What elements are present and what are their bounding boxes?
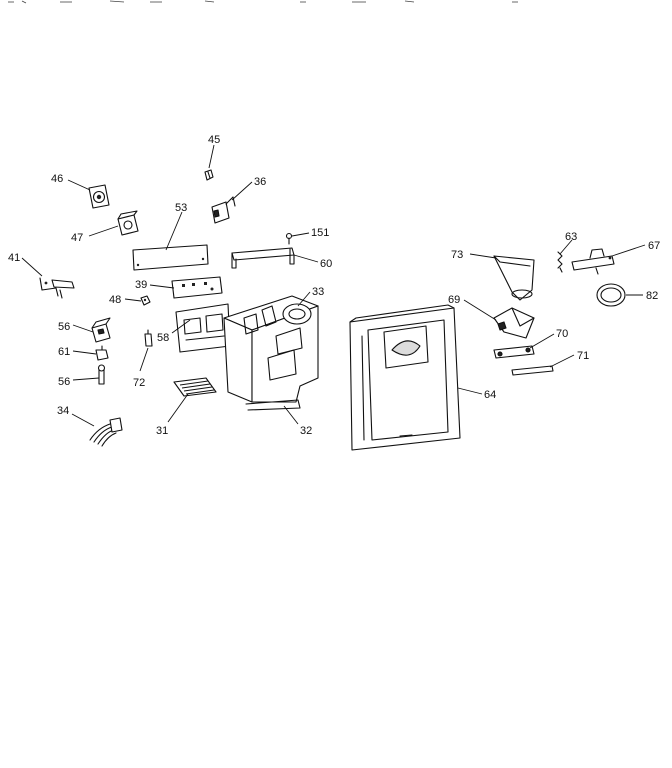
- callout-31: 31: [156, 425, 168, 437]
- part-56-switch-upper: [91, 317, 111, 343]
- part-48-nut: [140, 295, 151, 306]
- callout-72: 72: [133, 377, 145, 389]
- part-58-frame: [175, 303, 231, 353]
- part-34-wire-harness: [89, 417, 123, 447]
- callout-34: 34: [57, 405, 69, 417]
- callout-53: 53: [175, 202, 187, 214]
- part-64-panel: [349, 304, 461, 451]
- part-73-chute: [493, 255, 535, 301]
- callout-36: 36: [254, 176, 266, 188]
- part-56-socket-lower: [97, 364, 106, 385]
- part-63-spring: [557, 251, 563, 273]
- callout-63: 63: [565, 231, 577, 243]
- part-31-grille: [173, 377, 217, 397]
- part-32-housing: [223, 295, 319, 411]
- part-70-hinge: [493, 345, 535, 359]
- callout-61: 61: [58, 346, 70, 358]
- callout-82: 82: [646, 290, 658, 302]
- part-39-board: [171, 276, 223, 299]
- leader-lines: [21, 144, 646, 427]
- callout-56-upper: 56: [58, 321, 70, 333]
- part-69-paddle: [493, 307, 535, 339]
- part-72-lamp: [144, 329, 153, 347]
- callout-73: 73: [451, 249, 463, 261]
- callout-70: 70: [556, 328, 568, 340]
- callout-67: 67: [648, 240, 660, 252]
- part-45-clip: [204, 169, 214, 181]
- part-61-thermistor: [95, 345, 109, 361]
- callout-46: 46: [51, 173, 63, 185]
- part-33-funnel: [243, 303, 312, 335]
- callout-56-lower: 56: [58, 376, 70, 388]
- part-46-bezel: [88, 184, 110, 209]
- callout-69: 69: [448, 294, 460, 306]
- callout-151: 151: [311, 227, 329, 239]
- callout-32: 32: [300, 425, 312, 437]
- callout-45: 45: [208, 134, 220, 146]
- callout-39: 39: [135, 279, 147, 291]
- part-67-actuator: [571, 248, 615, 275]
- part-60-channel: [231, 247, 295, 269]
- part-47-bracket: [117, 210, 139, 236]
- callout-33: 33: [312, 286, 324, 298]
- part-41-lever: [39, 277, 75, 299]
- callout-48: 48: [109, 294, 121, 306]
- callout-64: 64: [484, 389, 496, 401]
- callout-47: 47: [71, 232, 83, 244]
- part-71-rod: [511, 365, 554, 376]
- top-scan-artifacts: [8, 0, 518, 4]
- callout-71: 71: [577, 350, 589, 362]
- callout-labels: 45 46 36 53 47 151 41 60 39 33 48 56 58 …: [8, 134, 660, 437]
- part-82-ring: [596, 283, 626, 307]
- part-36-switch: [211, 196, 236, 224]
- callout-58: 58: [157, 332, 169, 344]
- callout-60: 60: [320, 258, 332, 270]
- part-53-plate: [132, 244, 209, 271]
- callout-41: 41: [8, 252, 20, 264]
- part-151-screw: [285, 232, 293, 245]
